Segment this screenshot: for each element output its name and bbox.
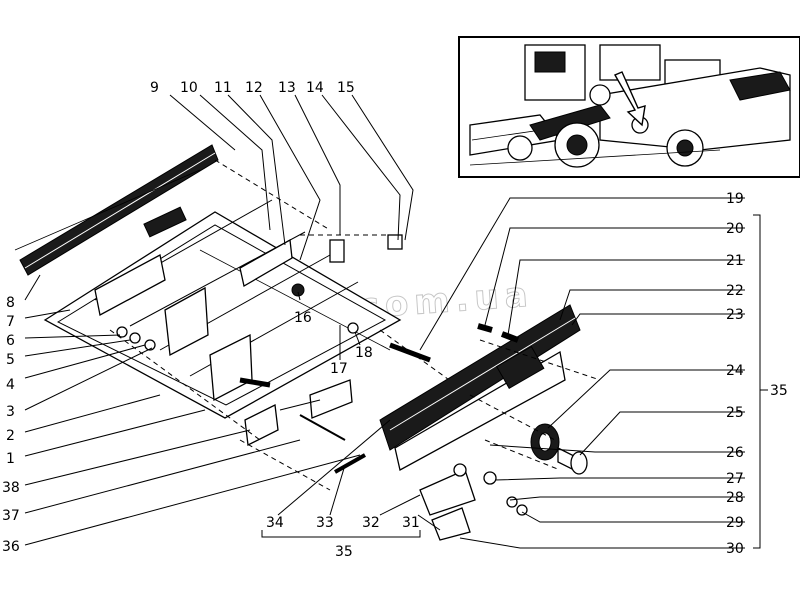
callout-2: 2 <box>6 428 15 444</box>
group-callout-35-right: 35 <box>770 383 788 399</box>
callout-22: 22 <box>726 283 744 299</box>
callout-15: 15 <box>337 80 355 96</box>
callout-20: 20 <box>726 221 744 237</box>
callout-11: 11 <box>214 80 232 96</box>
side-plate-assembly <box>379 304 601 541</box>
callout-26: 26 <box>726 445 744 461</box>
callout-32: 32 <box>362 515 380 531</box>
callout-labels: 9 10 11 12 13 14 15 8 7 6 5 4 3 2 1 38 3… <box>2 80 788 560</box>
callout-27: 27 <box>726 471 744 487</box>
callout-24: 24 <box>726 363 744 379</box>
callout-31: 31 <box>402 515 420 531</box>
callout-29: 29 <box>726 515 744 531</box>
callout-34: 34 <box>266 515 284 531</box>
callout-7: 7 <box>6 314 15 330</box>
callout-18: 18 <box>355 345 373 361</box>
callout-10: 10 <box>180 80 198 96</box>
callout-33: 33 <box>316 515 334 531</box>
callout-4: 4 <box>6 377 15 393</box>
callout-9: 9 <box>150 80 159 96</box>
callout-6: 6 <box>6 333 15 349</box>
callout-28: 28 <box>726 490 744 506</box>
callout-17: 17 <box>330 361 348 377</box>
callout-38: 38 <box>2 480 20 496</box>
callout-25: 25 <box>726 405 744 421</box>
group-callout-35-bottom: 35 <box>335 544 353 560</box>
callout-37: 37 <box>2 508 20 524</box>
frame-assembly <box>14 144 471 491</box>
combine-harvester-icon <box>469 44 791 168</box>
callout-5: 5 <box>6 352 15 368</box>
callout-13: 13 <box>278 80 296 96</box>
callout-19: 19 <box>726 191 744 207</box>
callout-14: 14 <box>306 80 324 96</box>
callout-16: 16 <box>294 310 312 326</box>
leader-lines <box>24 94 768 549</box>
combine-overview-inset <box>458 36 800 178</box>
callout-3: 3 <box>6 404 15 420</box>
callout-36: 36 <box>2 539 20 555</box>
callout-21: 21 <box>726 253 744 269</box>
callout-8: 8 <box>6 295 15 311</box>
callout-30: 30 <box>726 541 744 557</box>
callout-12: 12 <box>245 80 263 96</box>
callout-23: 23 <box>726 307 744 323</box>
callout-1: 1 <box>6 451 15 467</box>
